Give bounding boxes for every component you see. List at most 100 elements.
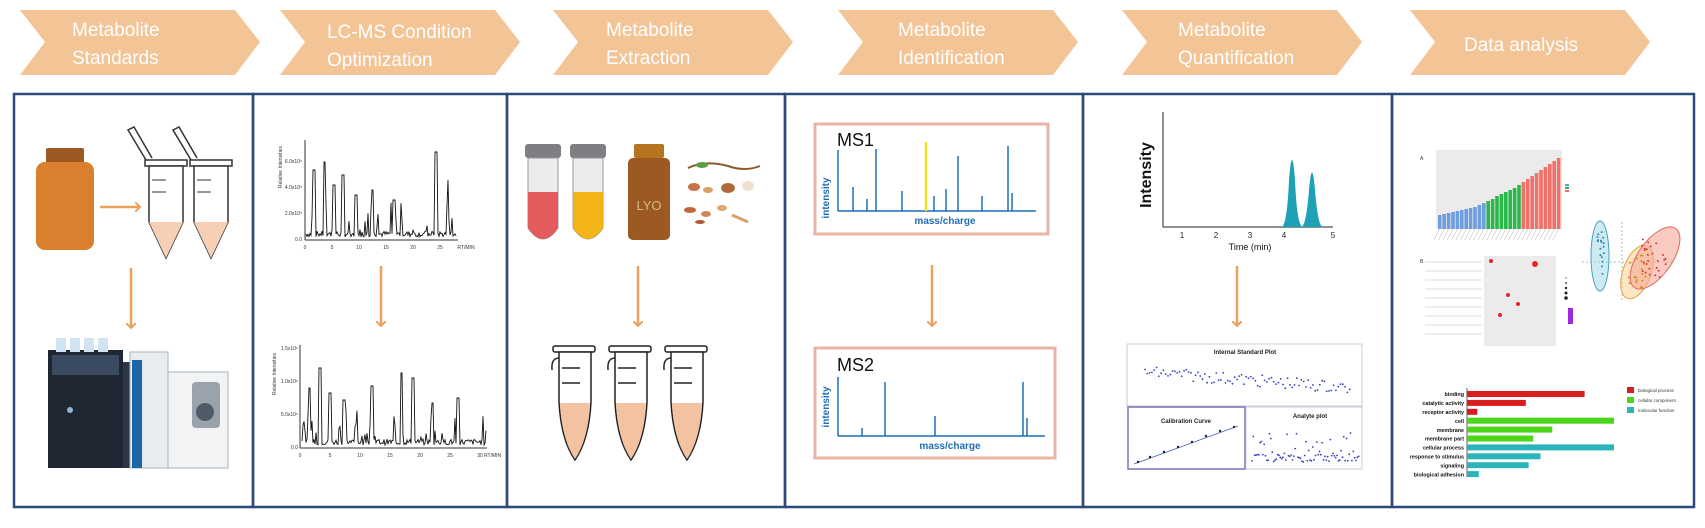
step-label-3-line1: Metabolite xyxy=(606,20,694,41)
ytick: 5.0x10⁵ xyxy=(281,412,298,418)
chromatogram-bottom-ylabel: Relative Intensities xyxy=(272,353,278,395)
pca-point xyxy=(1645,263,1648,265)
pca-point xyxy=(1645,248,1648,251)
ms2-ylabel: intensity xyxy=(821,386,832,428)
pca-point xyxy=(1633,276,1636,279)
quant-xtick: 1 xyxy=(1180,231,1185,240)
analyte-point xyxy=(1355,459,1357,462)
step-label-5-line1: Metabolite xyxy=(1178,20,1266,41)
is-point xyxy=(1185,368,1188,371)
sample-tube xyxy=(663,345,708,462)
quant-peak-2 xyxy=(1301,172,1323,227)
bubble-plot-b: B xyxy=(1420,256,1573,346)
quant-chromatogram: Intensity 1 2 3 4 5 Time (min) xyxy=(1138,112,1336,252)
is-point xyxy=(1293,384,1296,386)
internal-standard-title: Internal Standard Plot xyxy=(1214,350,1276,356)
is-point xyxy=(1240,373,1243,376)
pca-point xyxy=(1649,245,1652,248)
analyte-point xyxy=(1263,443,1266,446)
is-point xyxy=(1325,390,1328,393)
lcms-instrument-icon xyxy=(48,338,229,469)
ms1-xlabel: mass/charge xyxy=(914,216,976,227)
column-tick xyxy=(1451,228,1458,241)
analyte-point xyxy=(1314,454,1317,457)
analyte-point xyxy=(1351,459,1353,462)
is-point xyxy=(1284,387,1287,390)
column-bar xyxy=(1446,213,1451,229)
pca-point xyxy=(1644,275,1647,278)
go-term-label: biological adhesion xyxy=(1414,472,1464,478)
analyte-point xyxy=(1299,457,1302,460)
analyte-point xyxy=(1284,459,1287,461)
pca-point xyxy=(1643,249,1646,251)
pca-point xyxy=(1657,269,1660,272)
step-label-1-line2: Standards xyxy=(72,48,159,69)
is-point xyxy=(1337,385,1340,388)
column-bar xyxy=(1521,182,1526,229)
is-point xyxy=(1226,379,1229,382)
analyte-point xyxy=(1275,458,1278,460)
cal-point xyxy=(1204,434,1208,438)
is-point xyxy=(1261,374,1264,377)
column-bar xyxy=(1499,194,1504,229)
pca-point xyxy=(1656,259,1659,262)
quant-peak-1 xyxy=(1281,160,1303,227)
is-point xyxy=(1155,366,1158,369)
is-point xyxy=(1210,382,1213,384)
analyte-point xyxy=(1255,454,1257,457)
is-point xyxy=(1243,383,1245,386)
column-bar xyxy=(1482,203,1486,229)
analyte-point xyxy=(1256,453,1259,456)
is-point xyxy=(1263,379,1266,382)
xtick: 20 xyxy=(410,245,416,251)
step-label-6: Data analysis xyxy=(1464,32,1578,60)
column-bar xyxy=(1438,215,1442,229)
step-label-5-line2: Quantification xyxy=(1178,48,1295,69)
xtick: 25 xyxy=(437,245,443,251)
is-point xyxy=(1148,372,1151,374)
analyte-point xyxy=(1338,459,1341,461)
analyte-point xyxy=(1290,454,1293,456)
sample-tubes xyxy=(551,345,708,462)
column-bar xyxy=(1477,205,1482,229)
is-point xyxy=(1229,380,1231,383)
analyte-point xyxy=(1330,454,1333,457)
column-bar xyxy=(1460,210,1464,229)
chromatogram-bottom: Relative Intensities 1.5x10⁶ 1.0x10⁶ 5.0… xyxy=(272,345,502,459)
is-point xyxy=(1252,377,1254,380)
go-bar xyxy=(1467,471,1479,478)
xtick: 0 xyxy=(299,453,302,459)
tube-icon-2 xyxy=(171,126,233,260)
analyte-point xyxy=(1356,456,1359,459)
analyte-point xyxy=(1322,459,1325,461)
analyte-point xyxy=(1274,459,1276,462)
step-label-4-line2: Identification xyxy=(898,48,1005,69)
ms1-spectrum: MS1 intensity mass/charge xyxy=(813,122,1050,236)
is-point xyxy=(1259,385,1261,388)
xlabel: RT/MIN xyxy=(457,245,475,251)
step-label-2-line2: Optimization xyxy=(327,50,433,71)
column-bar xyxy=(1517,185,1521,229)
pca-point xyxy=(1600,265,1603,268)
pca-point xyxy=(1599,254,1602,257)
is-point xyxy=(1206,381,1208,384)
is-point xyxy=(1160,372,1162,375)
is-point xyxy=(1305,386,1307,388)
is-point xyxy=(1286,377,1289,380)
pca-point xyxy=(1635,257,1638,260)
pca-point xyxy=(1600,256,1603,259)
analyte-point xyxy=(1352,450,1355,453)
analyte-point xyxy=(1294,447,1297,450)
go-term-label: signaling xyxy=(1440,463,1464,469)
analyte-point xyxy=(1325,459,1328,461)
is-point xyxy=(1272,380,1275,383)
is-point xyxy=(1346,391,1349,394)
column-tick xyxy=(1473,228,1480,241)
analyte-point xyxy=(1305,440,1307,443)
quant-xtick: 3 xyxy=(1248,231,1253,240)
analyte-point xyxy=(1310,459,1313,462)
analyte-point xyxy=(1313,458,1315,461)
analyte-point xyxy=(1317,453,1320,456)
analyte-point xyxy=(1288,455,1291,458)
column-bar xyxy=(1539,170,1543,229)
